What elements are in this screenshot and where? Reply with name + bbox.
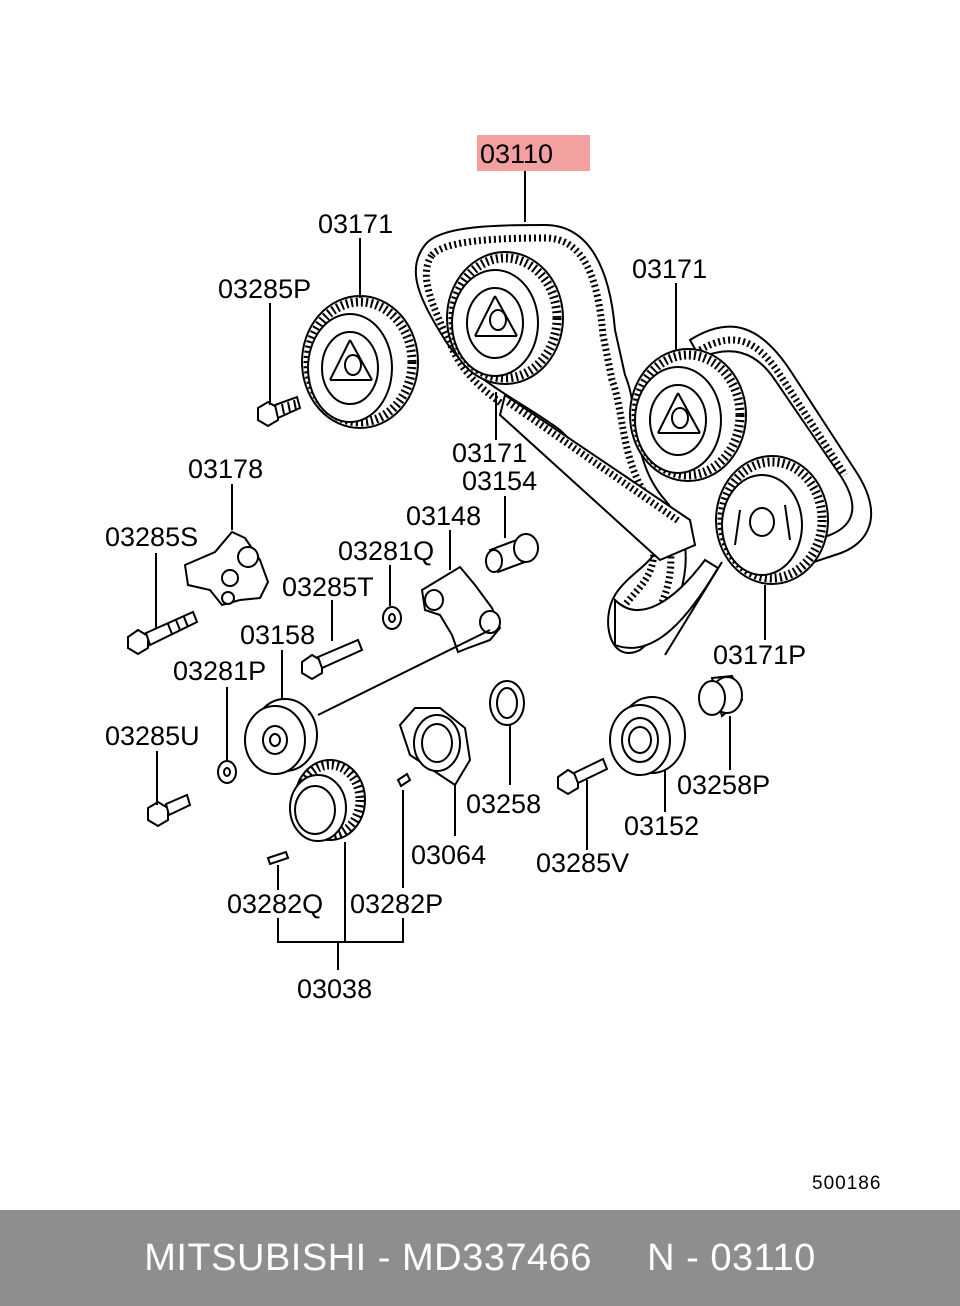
- label-03110: 03110: [480, 139, 553, 169]
- key-03282p: [396, 772, 412, 788]
- bolt-03285u: [147, 793, 192, 828]
- parts-diagram: 03110: [105, 135, 881, 1194]
- label-03285t: 03285T: [282, 572, 374, 602]
- label-03064: 03064: [411, 840, 486, 870]
- label-03158: 03158: [240, 620, 315, 650]
- label-03154: 03154: [462, 466, 537, 496]
- washer-03281q: [382, 606, 402, 630]
- sprocket-03171p: [715, 455, 829, 585]
- label-03038: 03038: [297, 974, 372, 1004]
- label-03171-right: 03171: [632, 254, 707, 284]
- idler-pulley-03152: [609, 696, 686, 776]
- label-03282p: 03282P: [350, 889, 443, 919]
- bolt-03285v: [557, 757, 609, 796]
- label-03282q: 03282Q: [227, 889, 323, 919]
- ring-03258: [489, 680, 525, 726]
- sprocket-upper: [446, 251, 564, 385]
- label-03285s: 03285S: [105, 522, 198, 552]
- label-03148: 03148: [406, 501, 481, 531]
- auto-tensioner-03178: [183, 530, 270, 607]
- footer-bar: MITSUBISHI - MD337466 N - 03110: [0, 1210, 960, 1306]
- sprocket-right: [629, 348, 747, 482]
- sprocket-left: [301, 295, 419, 429]
- label-03178: 03178: [188, 454, 263, 484]
- label-03258p: 03258P: [677, 770, 770, 800]
- label-03285u: 03285U: [105, 721, 200, 751]
- footer-part-number: MITSUBISHI - MD337466 N - 03110: [144, 1236, 816, 1279]
- bolt-03285t: [301, 638, 364, 681]
- bolt-03285s: [127, 610, 199, 656]
- label-03285p: 03285P: [218, 274, 311, 304]
- label-03171-top: 03171: [318, 209, 393, 239]
- reference-code: 500186: [812, 1173, 881, 1194]
- pin-03154: [485, 533, 539, 574]
- spacer-03258p: [698, 674, 744, 718]
- label-03281q: 03281Q: [338, 536, 434, 566]
- label-03171-mid: 03171: [452, 438, 527, 468]
- label-03281p: 03281P: [173, 656, 266, 686]
- bracket-03148: [420, 565, 502, 654]
- bolt-03285p: [257, 395, 302, 428]
- label-03258: 03258: [466, 789, 541, 819]
- crank-sprocket-03038: [289, 759, 366, 842]
- label-03285v: 03285V: [536, 848, 629, 878]
- highlight-box: [477, 135, 590, 171]
- washer-03281p: [217, 760, 237, 784]
- key-03282q: [266, 850, 290, 866]
- label-03171p: 03171P: [713, 640, 806, 670]
- label-03152: 03152: [624, 811, 699, 841]
- tensioner-pulley-03158: [244, 698, 318, 775]
- flange-03064: [398, 707, 472, 787]
- leader-lines: [155, 238, 766, 970]
